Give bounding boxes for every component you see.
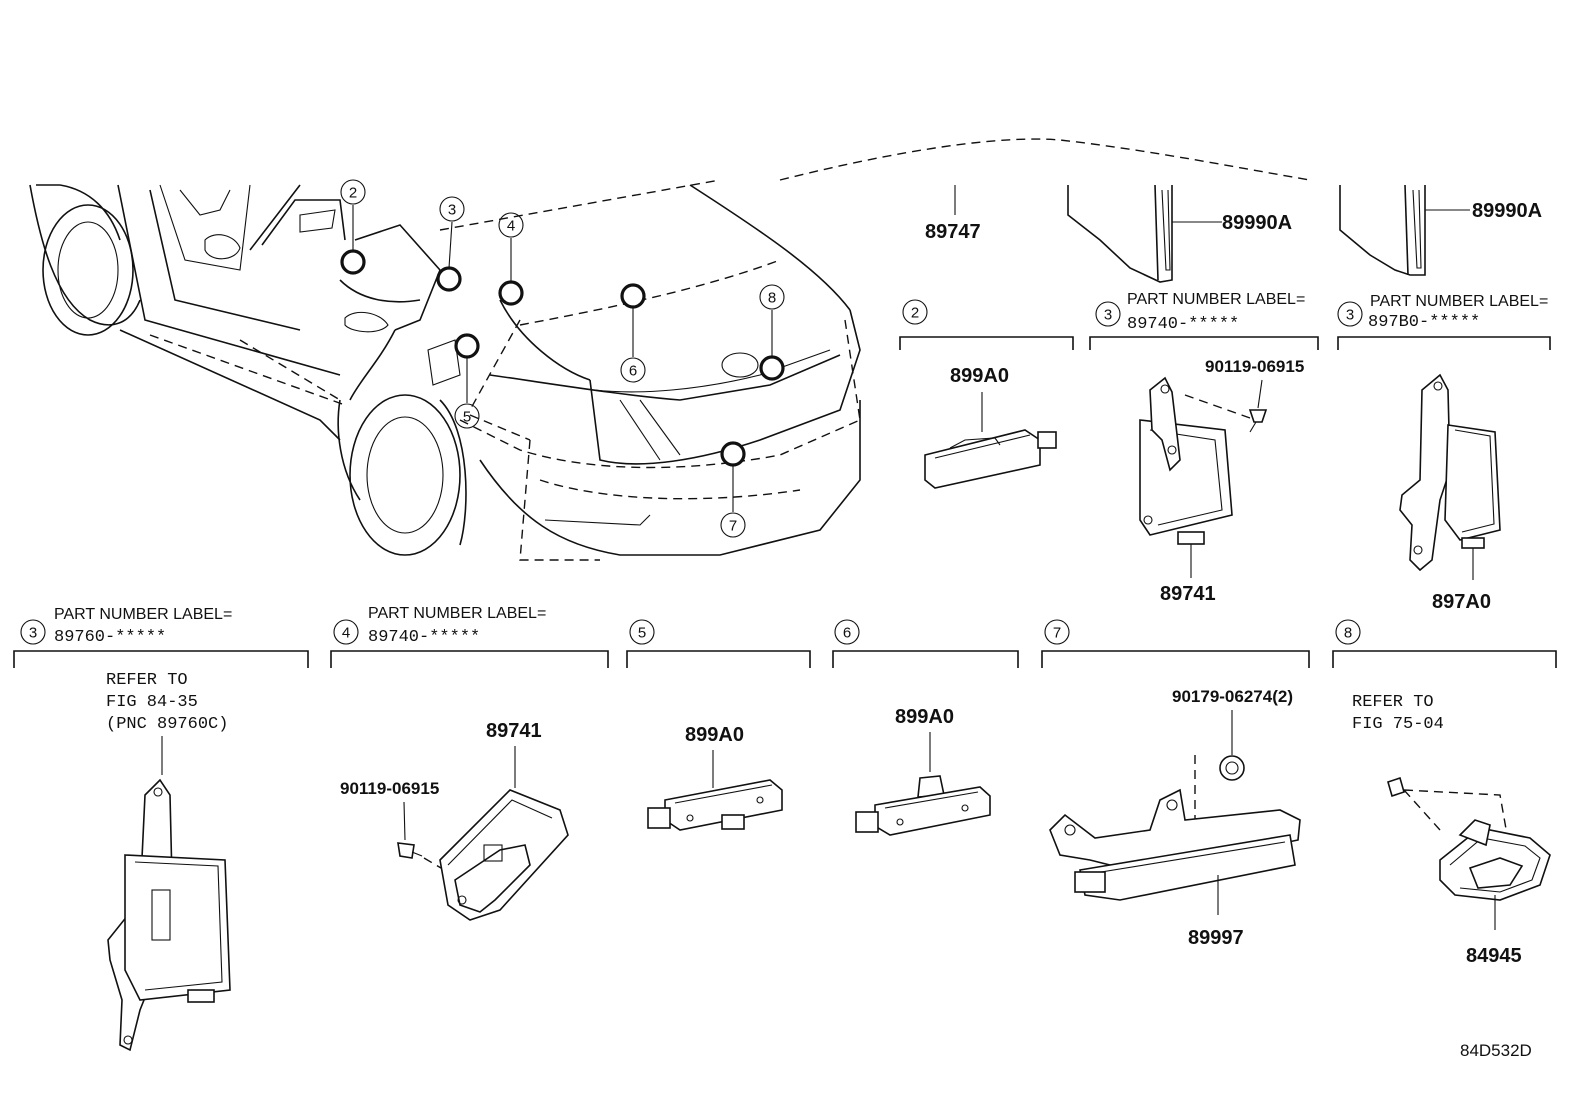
location-marker-8	[759, 355, 785, 381]
part-number-90119-06915-s4: 90119-06915	[340, 779, 439, 798]
section-3b-label-value: 897B0-*****	[1368, 313, 1480, 332]
section-7: 7 90179-06274(2) 89997	[1041, 619, 1310, 949]
section-5-index: 5	[638, 625, 646, 642]
section-3b-index: 3	[1346, 307, 1354, 324]
overview-callouts: 2 3 4 5 6 7 8	[340, 179, 785, 538]
section-4-label-value: 89740-*****	[368, 628, 480, 647]
callout-3: 3	[448, 202, 456, 219]
section-3b-label: PART NUMBER LABEL=	[1370, 293, 1548, 310]
location-marker-3	[436, 266, 462, 292]
section-4-index: 4	[342, 625, 350, 642]
callout-6: 6	[629, 363, 637, 380]
part-number-899a0-s2: 899A0	[950, 365, 1009, 387]
section-8: 8 REFER TO FIG 75-04 84945	[1332, 619, 1557, 967]
section-7-index: 7	[1053, 625, 1061, 642]
part-number-90119-06915-s3a: 90119-06915	[1205, 357, 1304, 376]
antenna-group: 89747	[925, 185, 981, 243]
part-number-89741-s4: 89741	[486, 720, 542, 742]
location-marker-7	[720, 441, 746, 467]
section-3c-refer-line3: (PNC 89760C)	[106, 715, 228, 734]
part-number-89747: 89747	[925, 221, 981, 243]
diagram-code: 84D532D	[1460, 1041, 1532, 1060]
section-3c-refer-line1: REFER TO	[106, 671, 188, 690]
section-4-label: PART NUMBER LABEL=	[368, 605, 546, 622]
section-3c-label-value: 89760-*****	[54, 628, 166, 647]
location-marker-6	[620, 283, 646, 309]
section-3c-label: PART NUMBER LABEL=	[54, 606, 232, 623]
section-5: 5 899A0	[626, 619, 811, 831]
section-3b: 3 PART NUMBER LABEL= 897B0-***** 897A0	[1337, 293, 1551, 613]
part-number-899a0-s6: 899A0	[895, 706, 954, 728]
callout-5: 5	[463, 409, 471, 426]
section-8-index: 8	[1344, 625, 1352, 642]
location-marker-4	[498, 280, 524, 306]
part-number-89990a-left: 89990A	[1222, 212, 1292, 234]
section-3a-label: PART NUMBER LABEL=	[1127, 291, 1305, 308]
section-2-index: 2	[911, 305, 919, 322]
bracket-left: 89990A	[1067, 184, 1292, 283]
callout-8: 8	[768, 290, 776, 307]
section-2: 2 899A0	[899, 299, 1074, 489]
section-6-index: 6	[843, 625, 851, 642]
section-3a: 3 PART NUMBER LABEL= 89740-***** 90119-0…	[1089, 291, 1319, 605]
part-number-89741-s3a: 89741	[1160, 583, 1216, 605]
section-6: 6 899A0	[832, 619, 1019, 836]
section-3a-label-value: 89740-*****	[1127, 315, 1239, 334]
part-number-899a0-s5: 899A0	[685, 724, 744, 746]
part-number-89997: 89997	[1188, 927, 1244, 949]
section-8-refer-line1: REFER TO	[1352, 693, 1434, 712]
callout-2: 2	[349, 185, 357, 202]
part-number-90179-06274: 90179-06274(2)	[1172, 687, 1293, 706]
location-markers	[340, 249, 785, 467]
section-3c-refer-line2: FIG 84-35	[106, 693, 198, 712]
section-4: 4 PART NUMBER LABEL= 89740-***** 89741 9…	[330, 605, 609, 921]
part-number-89990a-right: 89990A	[1472, 200, 1542, 222]
location-marker-2	[340, 249, 366, 275]
location-marker-5	[454, 333, 480, 359]
callout-4: 4	[507, 218, 515, 235]
section-3c: 3 PART NUMBER LABEL= 89760-***** REFER T…	[13, 606, 309, 1052]
section-8-refer-line2: FIG 75-04	[1352, 715, 1444, 734]
section-3c-index: 3	[29, 625, 37, 642]
part-number-897a0-s3b: 897A0	[1432, 591, 1491, 613]
callout-7: 7	[729, 518, 737, 535]
car-overview	[29, 138, 1311, 561]
section-3a-index: 3	[1104, 307, 1112, 324]
bracket-right: 89990A	[1339, 184, 1542, 276]
part-number-84945: 84945	[1466, 945, 1522, 967]
